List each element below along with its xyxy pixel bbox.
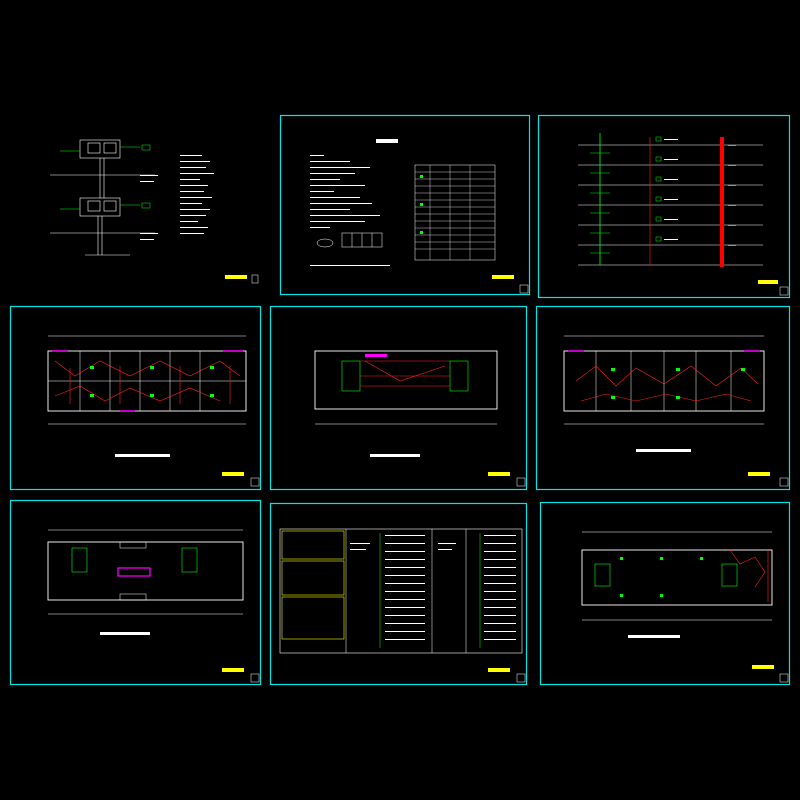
sheet-floor-plan-basement[interactable] xyxy=(269,305,528,491)
floor-plan-drawing xyxy=(9,305,262,491)
floor-plan-drawing xyxy=(535,305,791,491)
sheet-floor-plan-ground[interactable] xyxy=(539,501,791,686)
sheet-design-notes[interactable] xyxy=(279,114,531,296)
sheet-system-diagram[interactable] xyxy=(30,115,265,295)
sheet-panel-schedule[interactable] xyxy=(269,502,528,686)
roof-plan-drawing xyxy=(9,499,262,686)
panel-schedule-drawing xyxy=(269,502,528,686)
system-diagram-drawing xyxy=(50,139,259,284)
riser-diagram-drawing xyxy=(537,114,791,299)
design-notes-drawing xyxy=(279,114,531,296)
sheet-floor-plan-lighting-left[interactable] xyxy=(9,305,262,491)
sheet-riser-diagram[interactable] xyxy=(537,114,791,299)
floor-plan-drawing xyxy=(269,305,528,491)
sheet-roof-plan[interactable] xyxy=(9,499,262,686)
sheet-floor-plan-lighting-right[interactable] xyxy=(535,305,791,491)
floor-plan-drawing xyxy=(539,501,791,686)
